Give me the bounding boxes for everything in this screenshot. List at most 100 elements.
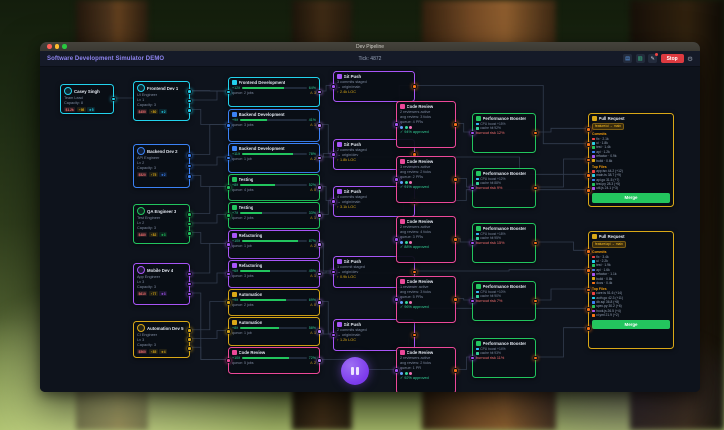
input-port[interactable] xyxy=(394,368,399,373)
output-port[interactable] xyxy=(187,163,192,169)
window-titlebar[interactable]: Dev Pipeline xyxy=(40,42,700,51)
input-port[interactable] xyxy=(394,297,399,302)
output-port[interactable] xyxy=(317,271,322,277)
output-port[interactable] xyxy=(453,297,458,302)
output-port[interactable] xyxy=(317,242,322,247)
zoom-button[interactable] xyxy=(62,44,67,49)
output-port[interactable] xyxy=(187,281,192,287)
output-port[interactable] xyxy=(187,108,192,113)
output-port[interactable] xyxy=(533,130,538,136)
input-port[interactable] xyxy=(226,329,231,334)
output-port[interactable] xyxy=(533,298,538,304)
edit-icon[interactable]: ✎ xyxy=(648,53,659,63)
merge-button[interactable]: Merge xyxy=(592,193,670,203)
output-port[interactable] xyxy=(111,96,116,102)
chart-icon[interactable]: ▥ xyxy=(635,54,645,63)
output-port[interactable] xyxy=(187,231,192,236)
output-port[interactable] xyxy=(187,98,192,104)
input-port[interactable] xyxy=(470,240,475,246)
output-port[interactable] xyxy=(317,185,322,190)
output-port[interactable] xyxy=(317,89,322,95)
input-port[interactable] xyxy=(470,130,475,136)
output-port[interactable] xyxy=(187,345,192,351)
input-port[interactable] xyxy=(394,237,399,242)
layers-icon[interactable]: ▤ xyxy=(623,54,633,63)
input-port[interactable] xyxy=(586,268,591,273)
input-port[interactable] xyxy=(394,122,399,127)
input-port[interactable] xyxy=(226,155,231,161)
input-port[interactable] xyxy=(586,326,591,331)
output-port[interactable] xyxy=(187,212,192,217)
input-port[interactable] xyxy=(470,355,475,361)
output-port[interactable] xyxy=(453,122,458,127)
output-port[interactable] xyxy=(187,337,192,342)
output-port[interactable] xyxy=(453,237,458,242)
output-port[interactable] xyxy=(412,332,417,338)
output-port[interactable] xyxy=(187,174,192,179)
input-port[interactable] xyxy=(586,249,591,254)
input-port[interactable] xyxy=(331,332,336,338)
output-port[interactable] xyxy=(187,291,192,297)
input-port[interactable] xyxy=(331,152,336,157)
input-port[interactable] xyxy=(586,173,591,178)
minimize-button[interactable] xyxy=(54,44,60,49)
merge-button[interactable]: Merge xyxy=(592,319,670,330)
output-port[interactable] xyxy=(317,329,322,334)
output-port[interactable] xyxy=(187,221,192,227)
output-port[interactable] xyxy=(533,355,538,361)
input-port[interactable] xyxy=(226,300,231,305)
output-port[interactable] xyxy=(412,84,417,89)
output-port[interactable] xyxy=(317,358,322,363)
branch-pill[interactable]: feature/ui → main xyxy=(592,122,625,130)
fab-pause-button[interactable] xyxy=(341,357,369,385)
settings-gear-icon[interactable]: ⚙ xyxy=(687,55,693,63)
input-port[interactable] xyxy=(470,298,475,304)
output-port[interactable] xyxy=(317,213,322,218)
input-port[interactable] xyxy=(226,89,231,95)
input-port[interactable] xyxy=(226,123,231,128)
output-port[interactable] xyxy=(187,89,192,94)
input-port[interactable] xyxy=(331,199,336,204)
input-port[interactable] xyxy=(394,177,399,182)
input-port[interactable] xyxy=(226,213,231,218)
close-button[interactable] xyxy=(47,44,52,49)
input-port[interactable] xyxy=(226,358,231,363)
input-port[interactable] xyxy=(586,127,591,132)
output-port[interactable] xyxy=(187,271,192,277)
output-port[interactable] xyxy=(533,240,538,246)
input-port[interactable] xyxy=(226,185,231,190)
input-port[interactable] xyxy=(331,84,336,89)
output-port[interactable] xyxy=(453,368,458,373)
input-port[interactable] xyxy=(331,269,336,275)
output-port[interactable] xyxy=(187,153,192,158)
output-port[interactable] xyxy=(453,177,458,182)
output-port[interactable] xyxy=(317,155,322,161)
input-port[interactable] xyxy=(586,307,591,312)
